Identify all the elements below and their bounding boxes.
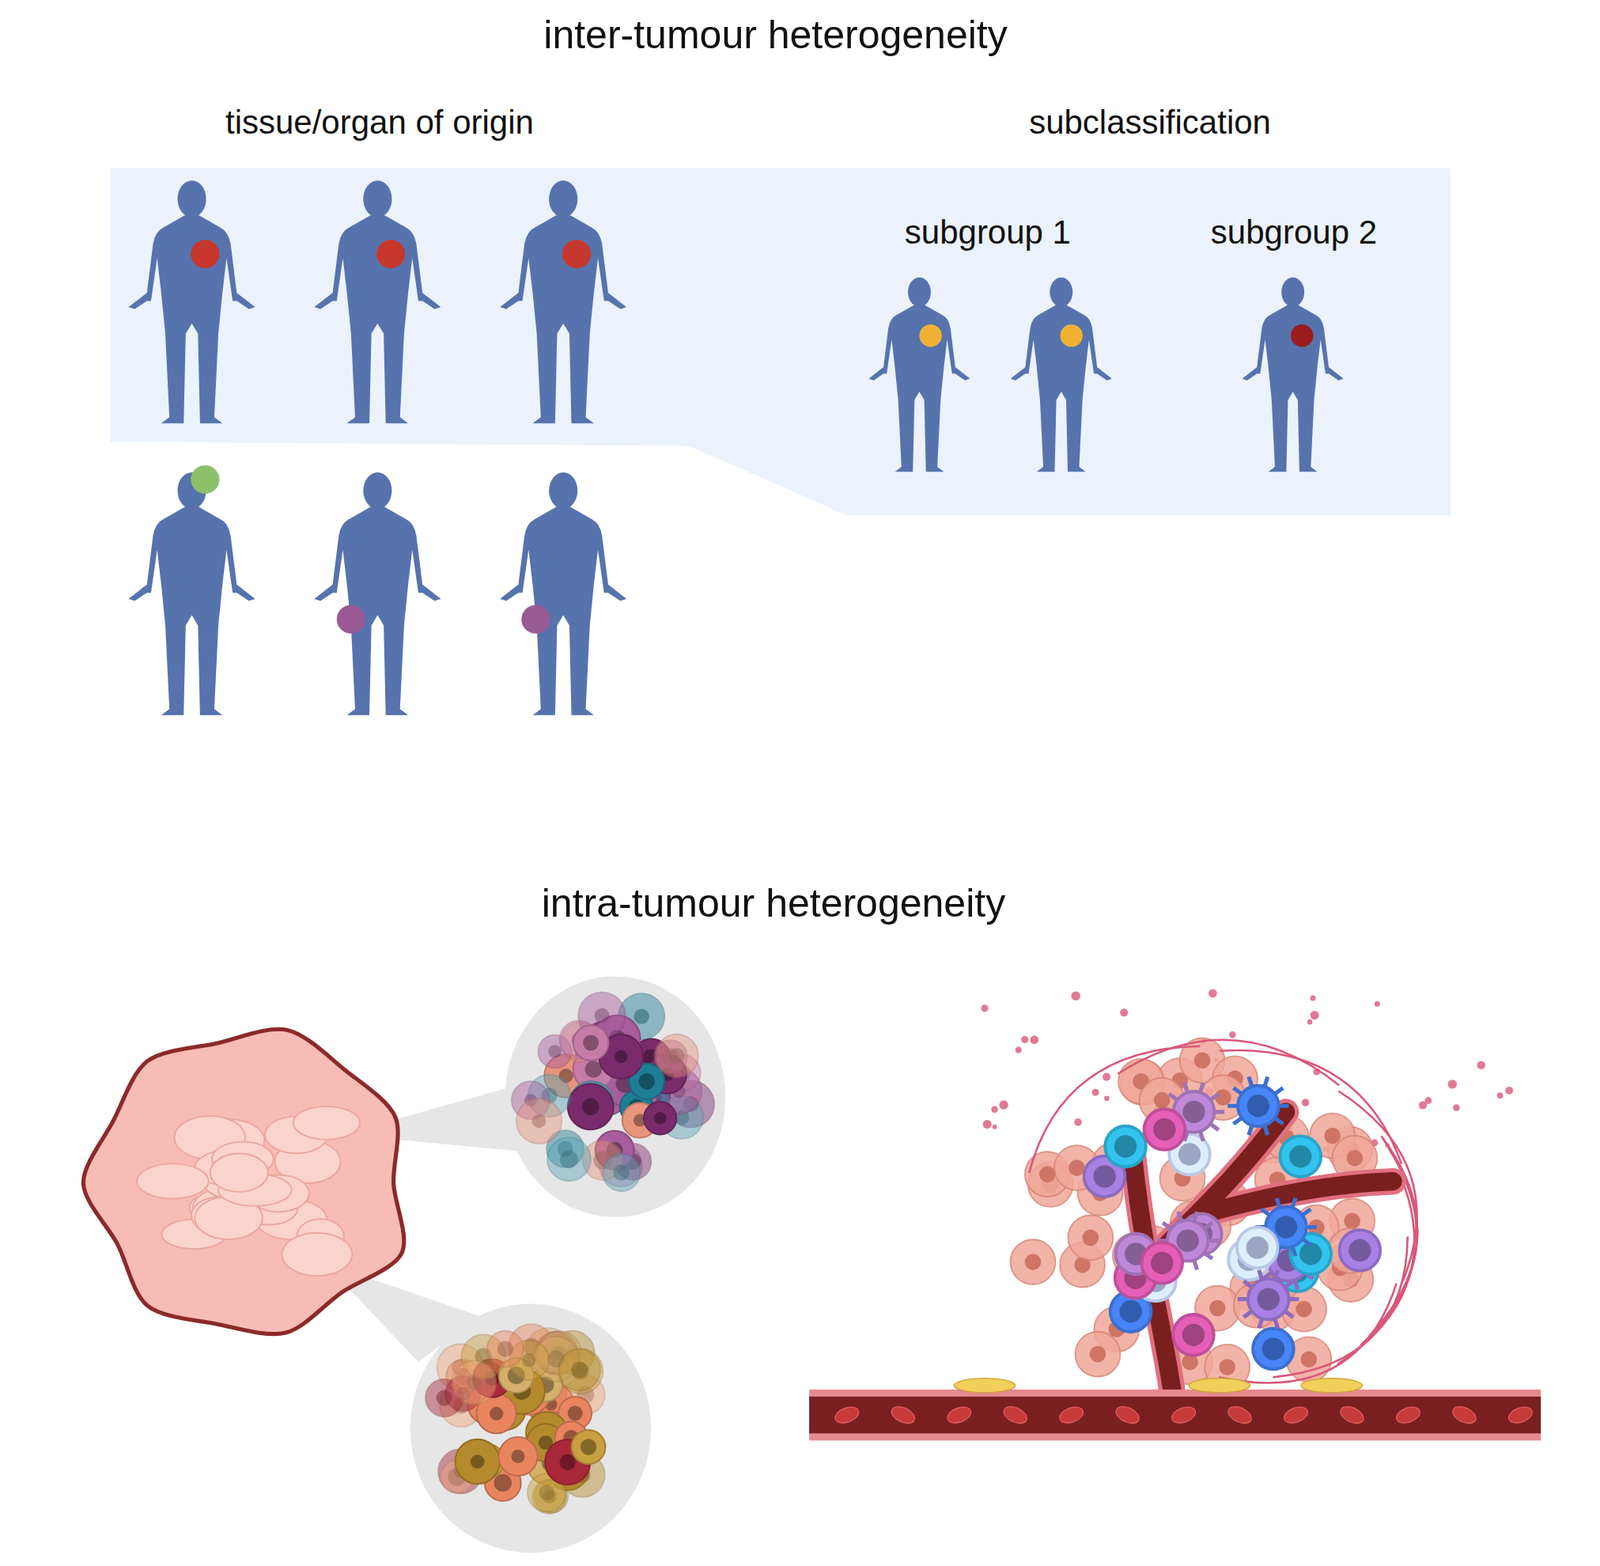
subclass-panel — [109, 168, 1451, 516]
group-label: subclassification — [1028, 104, 1271, 141]
tumour-microenvironment — [809, 989, 1541, 1442]
section-heading: intra-tumour heterogeneity — [541, 881, 1006, 925]
tumour-mass — [83, 1028, 404, 1334]
cell-cluster-cool — [511, 992, 715, 1192]
figures-origin — [128, 180, 628, 715]
tumour-highlights — [136, 1106, 360, 1276]
group-label: subgroup 1 — [904, 214, 1071, 251]
section-heading: inter-tumour heterogeneity — [543, 12, 1007, 57]
tumour-dots — [190, 239, 1313, 634]
group-label: tissue/organ of origin — [225, 104, 534, 141]
cell-cluster-warm — [425, 1323, 606, 1514]
group-label: subgroup 2 — [1210, 214, 1377, 251]
figures-subgroup — [868, 277, 1343, 473]
